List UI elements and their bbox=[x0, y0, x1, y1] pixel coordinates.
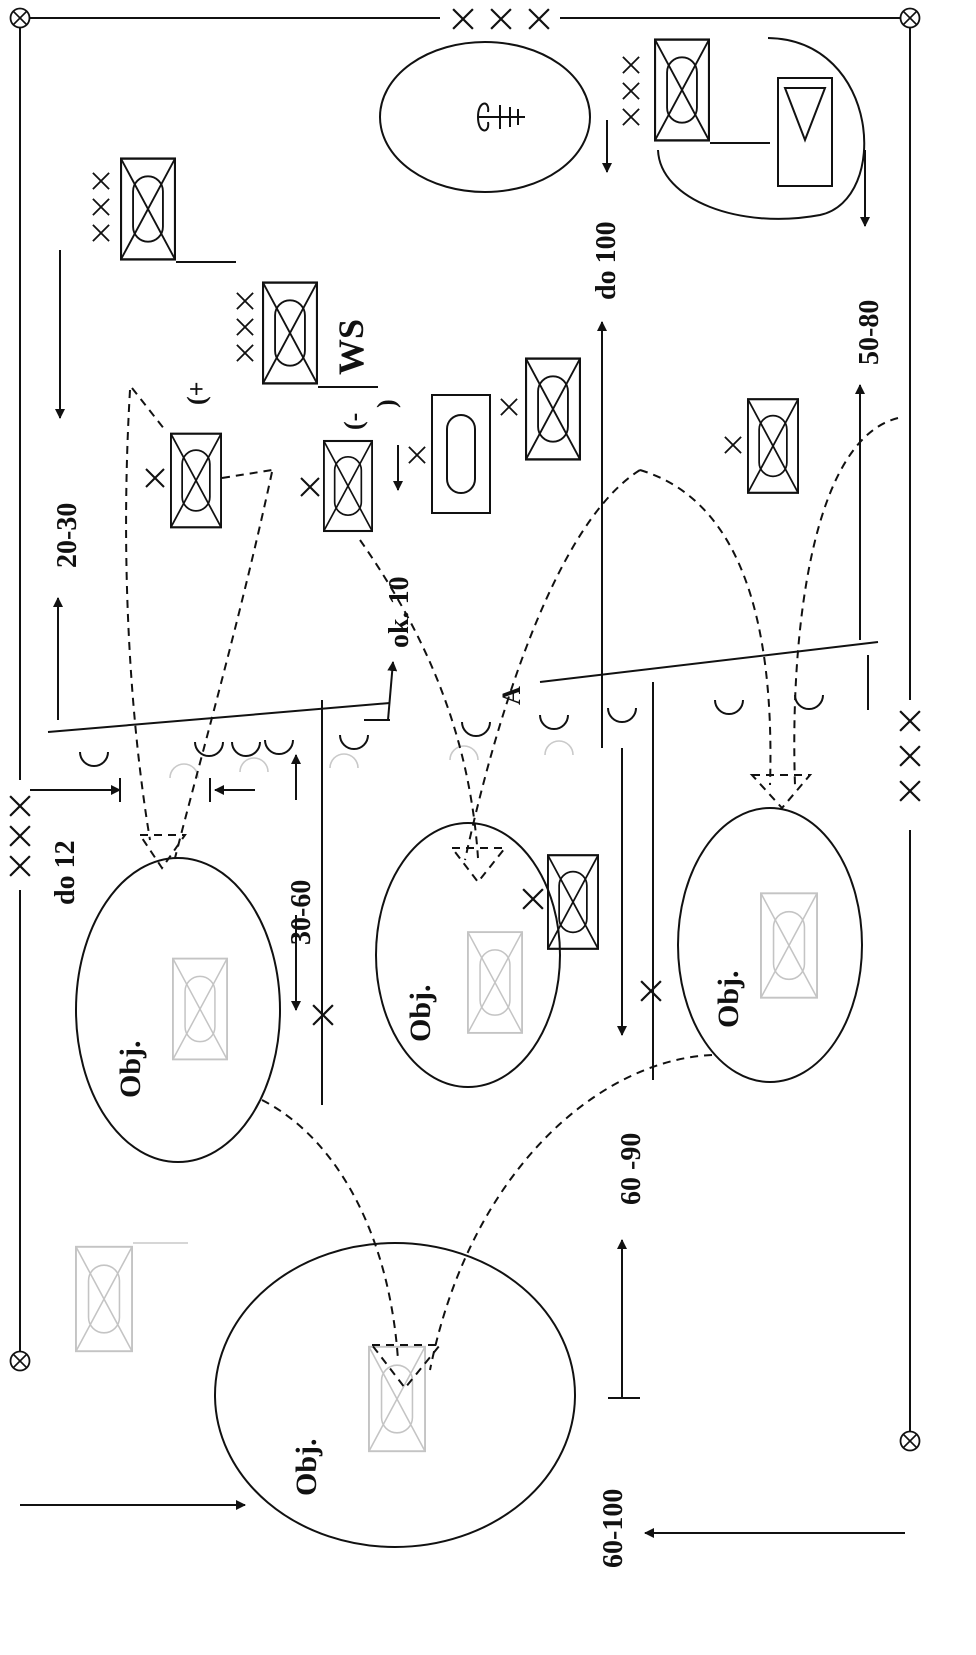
minus-label: (- bbox=[339, 413, 368, 430]
distance-label: do 100 bbox=[591, 221, 622, 300]
objective-ellipse-2 bbox=[375, 822, 561, 1088]
flag-icon bbox=[431, 394, 491, 514]
faint-unit-symbol bbox=[368, 1345, 426, 1453]
paren-label: ) bbox=[372, 399, 401, 408]
unit-symbol bbox=[170, 432, 222, 529]
front-line-right bbox=[539, 641, 879, 683]
unit-xxx-marks bbox=[236, 292, 254, 362]
distance-label: do 12 bbox=[50, 840, 81, 905]
distance-label: 20-30 bbox=[52, 503, 83, 568]
corner-marker-icon bbox=[9, 7, 31, 29]
unit-symbol bbox=[323, 439, 373, 533]
corner-marker-icon bbox=[899, 1430, 921, 1452]
x-mark bbox=[640, 980, 662, 1002]
right-arc bbox=[657, 37, 866, 220]
flag-icon bbox=[777, 77, 833, 187]
unit-symbol bbox=[547, 853, 599, 951]
x-mark bbox=[408, 446, 426, 464]
x-mark bbox=[300, 477, 320, 497]
front-arcs bbox=[79, 694, 824, 779]
distance-label: 60 -90 bbox=[616, 1133, 647, 1205]
x-mark bbox=[145, 468, 165, 488]
plant-icon bbox=[477, 102, 525, 132]
top-ellipse bbox=[379, 41, 591, 193]
unit-symbol bbox=[525, 357, 581, 461]
faint-unit-symbol bbox=[467, 931, 523, 1034]
plus-label: (+ bbox=[182, 382, 211, 405]
distance-label: 50-80 bbox=[854, 300, 885, 365]
ws-label: WS bbox=[331, 319, 371, 375]
corner-marker-icon bbox=[899, 7, 921, 29]
distance-label: ok. 10 bbox=[384, 576, 415, 648]
boundary-frame bbox=[9, 7, 921, 1452]
front-line-left bbox=[47, 702, 391, 733]
objective-label: Obj. bbox=[712, 970, 745, 1028]
unit-symbol bbox=[262, 281, 318, 385]
x-mark bbox=[500, 398, 518, 416]
objective-label: Obj. bbox=[404, 984, 437, 1042]
x-mark bbox=[522, 888, 544, 910]
unit-symbol bbox=[747, 397, 799, 495]
x-mark bbox=[724, 436, 742, 454]
point-a-label: A bbox=[497, 686, 526, 705]
boundary-xxx-right bbox=[899, 710, 921, 802]
faint-unit-symbol bbox=[75, 1245, 133, 1353]
boundary-xxx-top bbox=[452, 8, 550, 30]
distance-label: 60-100 bbox=[598, 1489, 629, 1568]
objective-ellipse-3 bbox=[677, 807, 863, 1083]
unit-xxx-marks bbox=[92, 172, 110, 242]
distance-label: 30-60 bbox=[286, 880, 317, 945]
boundary-xxx-left bbox=[9, 795, 31, 877]
unit-symbol bbox=[654, 38, 710, 142]
corner-marker-icon bbox=[9, 1350, 31, 1372]
unit-xxx-marks bbox=[622, 56, 640, 126]
faint-unit-symbol bbox=[760, 892, 818, 999]
objective-label: Obj. bbox=[114, 1040, 147, 1098]
objective-ellipse-1 bbox=[75, 857, 281, 1163]
objective-ellipse-4 bbox=[214, 1242, 576, 1548]
unit-symbol bbox=[120, 157, 176, 261]
arrow-ok10-up bbox=[387, 661, 398, 721]
faint-unit-symbol bbox=[172, 957, 228, 1061]
objective-label: Obj. bbox=[290, 1438, 323, 1496]
dashed-routes bbox=[125, 389, 899, 1390]
